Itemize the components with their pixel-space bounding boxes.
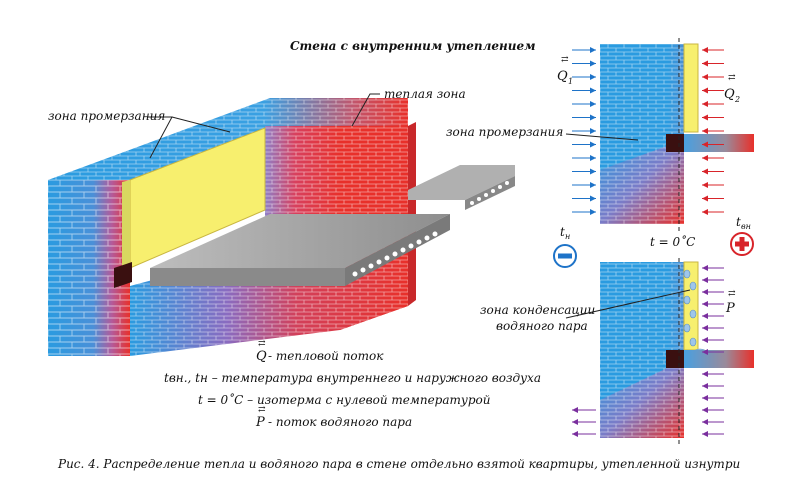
- vapor-arrow-inside-lower-head: [702, 407, 708, 413]
- legend-p-text: - поток водяного пара: [268, 415, 412, 429]
- label-q1: Q: [557, 69, 568, 84]
- section-top-slab: [684, 134, 754, 152]
- legend-q-symbol: Q: [256, 349, 267, 364]
- label-q2: Q: [724, 87, 735, 102]
- heat-arrow-inside-head: [702, 74, 708, 80]
- legend-t-text: tвн., tн – температура внутреннего и нар…: [164, 371, 541, 385]
- heat-arrow-inside-head: [702, 209, 708, 215]
- vapor-arrow-inside-head: [702, 301, 708, 307]
- heat-arrow-inside-head: [702, 47, 708, 53]
- minus-sign-icon: [553, 244, 577, 268]
- heat-flow-arrows-inside: [702, 47, 724, 215]
- heat-arrow-outside-head: [590, 209, 596, 215]
- heat-arrow-inside-head: [702, 128, 708, 134]
- plus-sign-icon: [730, 232, 754, 256]
- label-isotherm: t = 0˚C: [650, 234, 695, 249]
- vapor-arrow-inside-lower-head: [702, 431, 708, 437]
- label-q2-sub: 2: [734, 95, 740, 104]
- vapor-arrow-inside-lower-head: [702, 395, 708, 401]
- label-p-vapor: P: [725, 301, 735, 316]
- heat-arrow-outside-head: [590, 141, 596, 148]
- heat-arrow-inside-head: [702, 195, 708, 202]
- heat-arrow-outside-head: [590, 195, 596, 202]
- heat-arrow-inside-head: [702, 87, 708, 94]
- slab-hollow-cores: [352, 231, 438, 277]
- label-p-arrow: ⇄: [728, 289, 736, 299]
- floor-slab-edge: [150, 268, 345, 286]
- vapor-arrow-outside-head: [572, 431, 578, 437]
- heat-arrow-outside-head: [590, 168, 596, 175]
- vapor-arrow-inside-head: [702, 265, 708, 271]
- label-t-outside: t: [560, 225, 565, 239]
- svg-text:⇄: ⇄: [258, 405, 266, 415]
- heat-arrow-inside-head: [702, 114, 708, 121]
- heat-arrow-inside-head: [702, 101, 708, 107]
- label-t-outside-sub: н: [565, 232, 570, 241]
- heat-arrow-outside-head: [590, 128, 596, 134]
- label-condensation-line1: зона конденсации: [480, 303, 595, 317]
- vapor-arrow-inside-lower-head: [702, 371, 708, 377]
- vapor-arrow-inside-head: [702, 289, 708, 295]
- cold-bridge-notch: [114, 262, 132, 288]
- heat-arrow-inside-head: [702, 141, 708, 148]
- vapor-arrow-outside-head: [572, 407, 578, 413]
- label-q1-arrow: ⇄: [561, 55, 569, 65]
- floor-slab-top: [150, 214, 450, 268]
- heat-arrow-outside-head: [590, 101, 596, 107]
- heat-arrow-outside-head: [590, 60, 596, 67]
- vapor-arrow-inside-lower-head: [702, 383, 708, 389]
- vapor-arrow-inside-head: [702, 337, 708, 343]
- diagram-title: Стена с внутренним утеплением: [290, 39, 536, 53]
- callout-freeze-right: [565, 133, 639, 141]
- vapor-arrow-outside-head: [572, 419, 578, 425]
- section-bottom: [600, 258, 754, 446]
- heat-arrow-outside-head: [590, 74, 596, 80]
- vapor-flow-arrows: [572, 265, 724, 437]
- heat-arrow-outside-head: [590, 114, 596, 121]
- heat-arrow-outside-head: [590, 155, 596, 161]
- callout-condensation: [565, 289, 691, 319]
- heat-arrow-inside-head: [702, 60, 708, 67]
- legend-p-symbol: P: [255, 415, 265, 430]
- heat-flow-arrows-outside: [572, 47, 596, 215]
- vapor-arrow-inside-lower-head: [702, 419, 708, 425]
- legend: ⇄ Q - тепловой поток tвн., tн – температ…: [164, 339, 541, 430]
- floor-slab-rear: [408, 165, 515, 200]
- legend-q-text: - тепловой поток: [268, 349, 384, 363]
- label-freeze-zone-right: зона промерзания: [446, 125, 563, 139]
- label-freeze-zone-left: зона промерзания: [48, 109, 165, 123]
- callout-lines: [148, 93, 380, 159]
- heat-arrow-outside-head: [590, 87, 596, 94]
- figure-caption: Рис. 4. Распределение тепла и водяного п…: [57, 457, 740, 471]
- label-t-inside: t: [736, 215, 741, 229]
- label-q1-sub: 1: [568, 77, 573, 86]
- vapor-arrow-inside-head: [702, 325, 708, 331]
- heat-arrow-outside-head: [590, 182, 596, 188]
- vapor-arrow-inside-head: [702, 313, 708, 319]
- label-condensation-line2: водяного пара: [496, 319, 588, 333]
- label-t-inside-sub: вн: [741, 222, 751, 231]
- section-bottom-slab: [684, 350, 754, 368]
- heat-arrow-inside-head: [702, 168, 708, 175]
- label-q2-arrow: ⇄: [728, 73, 736, 83]
- legend-iso-text: t = 0˚C – изотерма с нулевой температуро…: [198, 392, 491, 407]
- label-warm-zone: теплая зона: [384, 87, 466, 101]
- heat-arrow-inside-head: [702, 182, 708, 188]
- heat-arrow-inside-head: [702, 155, 708, 161]
- vapor-arrow-inside-head: [702, 277, 708, 283]
- section-top: [600, 38, 754, 232]
- vapor-arrow-inside-head: [702, 349, 708, 355]
- heat-arrow-outside-head: [590, 47, 596, 53]
- svg-text:⇄: ⇄: [258, 339, 266, 349]
- section-top-insulation: [683, 43, 699, 133]
- wall-3d-model: [48, 98, 515, 356]
